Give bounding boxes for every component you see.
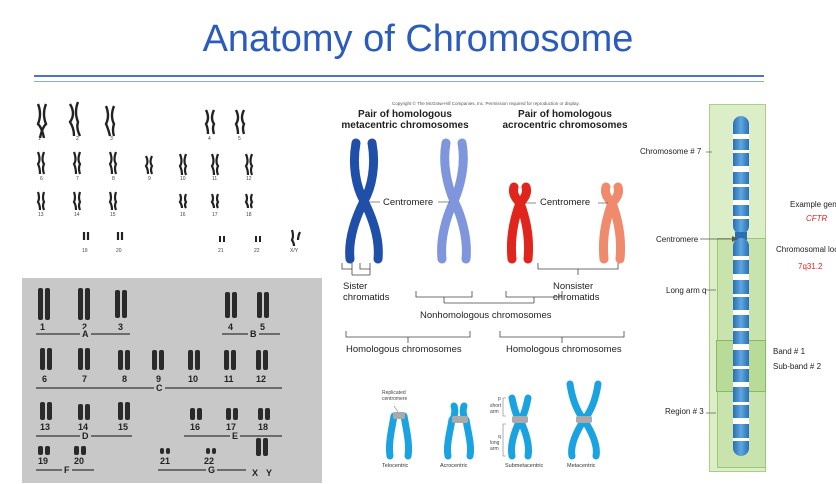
kb-num-20: 20 bbox=[74, 456, 85, 466]
kb-num-15: 15 bbox=[118, 422, 129, 432]
kt-num-11: 11 bbox=[212, 176, 218, 182]
brackets-drawing bbox=[341, 263, 625, 343]
q-label: q bbox=[498, 434, 501, 440]
kt-num-12: 12 bbox=[246, 176, 252, 182]
homologous-label-right: Homologous chromosomes bbox=[506, 344, 622, 355]
kt-num-21: 21 bbox=[218, 248, 224, 254]
kb-group-c: C bbox=[154, 383, 165, 393]
kt-num-3: 3 bbox=[110, 136, 113, 142]
right-leader-lines bbox=[700, 151, 738, 414]
slide-title: Anatomy of Chromosome bbox=[202, 18, 634, 60]
chromosome-types-drawing bbox=[386, 380, 602, 460]
header-acrocentric: Pair of homologous acrocentric chromosom… bbox=[502, 109, 628, 131]
kt-num-16: 16 bbox=[180, 212, 186, 218]
kb-num-19: 19 bbox=[38, 456, 49, 466]
karyotype-top-panel: 1 2 3 4 5 6 7 8 9 10 11 12 13 14 15 16 1… bbox=[24, 92, 318, 268]
kt-num-17: 17 bbox=[212, 212, 218, 218]
chromosome-number-label: Chromosome # 7 bbox=[640, 147, 702, 156]
kb-group-a: A bbox=[80, 329, 91, 339]
karyotype-bottom-chromosomes bbox=[36, 288, 282, 471]
karyotype-top-chromosomes bbox=[36, 101, 301, 247]
kb-num-14: 14 bbox=[78, 422, 89, 432]
kb-group-f: F bbox=[62, 465, 72, 475]
nonhomologous-label: Nonhomologous chromosomes bbox=[420, 310, 552, 321]
chromosome7-drawing bbox=[733, 116, 749, 456]
kb-num-6: 6 bbox=[42, 374, 48, 384]
header-metacentric: Pair of homologous metacentric chromosom… bbox=[341, 109, 469, 131]
kb-num-8: 8 bbox=[122, 374, 128, 384]
region-label: Region # 3 bbox=[665, 407, 704, 416]
type-telocentric: Telocentric bbox=[382, 463, 409, 469]
kt-num-7: 7 bbox=[76, 176, 79, 182]
nonsister-chromatids-label: Nonsister chromatids bbox=[553, 281, 600, 303]
subband-label: Sub-band # 2 bbox=[773, 362, 822, 371]
kt-num-2: 2 bbox=[76, 136, 79, 142]
title-divider bbox=[34, 75, 764, 77]
kb-num-7: 7 bbox=[82, 374, 88, 384]
kb-num-1: 1 bbox=[40, 322, 46, 332]
type-submetacentric: Submetacentric bbox=[505, 463, 544, 469]
kt-num-10: 10 bbox=[180, 176, 186, 182]
kb-num-10: 10 bbox=[188, 374, 199, 384]
chromosomal-location-value: 7q31.2 bbox=[798, 262, 823, 271]
example-gene-label: Example gene bbox=[790, 200, 836, 209]
kb-num-22: 22 bbox=[204, 456, 215, 466]
kb-num-3: 3 bbox=[118, 322, 124, 332]
kt-num-1: 1 bbox=[38, 136, 41, 142]
long-arm-q-label: Long arm q bbox=[666, 286, 707, 295]
band-label: Band # 1 bbox=[773, 347, 806, 356]
kt-num-18: 18 bbox=[246, 212, 252, 218]
sister-chromatids-label: Sister chromatids bbox=[343, 281, 390, 303]
kb-num-9: 9 bbox=[156, 374, 162, 384]
short-arm-label: short arm bbox=[490, 403, 502, 415]
chromosomal-location-label: Chromosomal loc bbox=[776, 245, 836, 254]
centromere-label-right: Centromere bbox=[540, 197, 591, 208]
title-divider-thin bbox=[34, 81, 764, 82]
copyright-note: Copyright © The McGraw-Hill Companies, I… bbox=[392, 101, 580, 106]
kt-num-20: 20 bbox=[116, 248, 122, 254]
kb-num-16: 16 bbox=[190, 422, 201, 432]
kb-group-e: E bbox=[230, 431, 241, 441]
kb-num-y: Y bbox=[266, 468, 273, 478]
kb-num-17: 17 bbox=[226, 422, 237, 432]
kb-num-11: 11 bbox=[224, 374, 234, 384]
centromere-label-right-panel: Centromere bbox=[656, 235, 699, 244]
kb-num-x: X bbox=[252, 468, 259, 478]
kt-num-8: 8 bbox=[112, 176, 115, 182]
kb-num-21: 21 bbox=[160, 456, 171, 466]
kt-num-14: 14 bbox=[74, 212, 80, 218]
kb-group-g: G bbox=[206, 465, 218, 475]
kt-num-5: 5 bbox=[238, 136, 241, 142]
p-label: p bbox=[498, 396, 501, 402]
kb-group-b: B bbox=[248, 329, 259, 339]
homologous-chromosomes-drawing bbox=[345, 138, 625, 264]
replicated-centromere-label: Replicated centromere bbox=[382, 390, 408, 402]
kt-num-13: 13 bbox=[38, 212, 44, 218]
kt-num-9: 9 bbox=[148, 176, 151, 182]
kt-num-6: 6 bbox=[40, 176, 43, 182]
example-gene-value: CFTR bbox=[806, 214, 828, 223]
kb-num-13: 13 bbox=[40, 422, 51, 432]
kb-num-5: 5 bbox=[260, 322, 266, 332]
kb-num-4: 4 bbox=[228, 322, 234, 332]
kb-num-2: 2 bbox=[82, 322, 88, 332]
kt-num-22: 22 bbox=[254, 248, 260, 254]
kt-num-15: 15 bbox=[110, 212, 116, 218]
kt-num-xy: X/Y bbox=[290, 248, 299, 254]
kb-num-18: 18 bbox=[258, 422, 269, 432]
kt-num-4: 4 bbox=[208, 136, 211, 142]
type-metacentric: Metacentric bbox=[567, 463, 596, 469]
homologous-label-left: Homologous chromosomes bbox=[346, 344, 462, 355]
kb-group-d: D bbox=[80, 431, 91, 441]
long-arm-label: long arm bbox=[490, 440, 500, 452]
type-acrocentric: Acrocentric bbox=[440, 463, 468, 469]
karyotype-bottom-panel: 1 2 3 4 5 6 7 8 9 10 11 12 13 14 15 16 1… bbox=[22, 278, 322, 483]
centromere-label-left: Centromere bbox=[383, 197, 434, 208]
kt-num-19: 19 bbox=[82, 248, 88, 254]
kb-num-12: 12 bbox=[256, 374, 267, 384]
